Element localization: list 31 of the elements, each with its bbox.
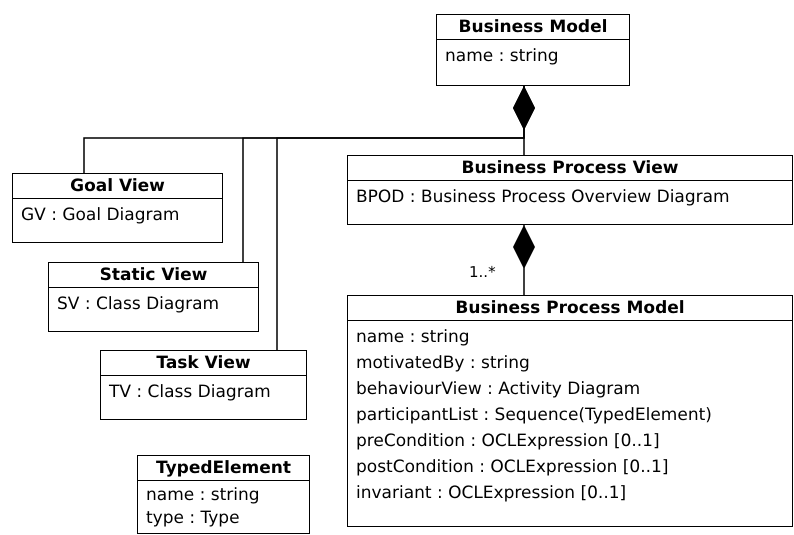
attribute-text: preCondition : OCLExpression [0..1]	[356, 430, 660, 453]
class-name: Business Process Model	[348, 296, 792, 321]
composition-connector	[513, 86, 535, 155]
class-box	[48, 262, 259, 332]
class-box	[347, 155, 793, 225]
attribute-text: postCondition : OCLExpression [0..1]	[356, 456, 668, 479]
class-name: Business Process View	[348, 156, 792, 181]
multiplicity-label: 1..*	[469, 263, 496, 281]
class-name: Business Model	[437, 15, 629, 40]
attribute-text: name : string	[445, 45, 559, 68]
class-box	[436, 14, 630, 86]
attribute-text: SV : Class Diagram	[57, 293, 220, 316]
attribute-text: invariant : OCLExpression [0..1]	[356, 482, 626, 505]
attribute-text: motivatedBy : string	[356, 352, 530, 375]
class-name: TypedElement	[138, 456, 309, 481]
attribute-text: name : string	[146, 484, 260, 507]
attribute-text: participantList : Sequence(TypedElement)	[356, 404, 712, 427]
class-name: Static View	[49, 263, 258, 288]
class-box	[137, 455, 310, 534]
class-name: Task View	[101, 351, 306, 376]
attribute-text: BPOD : Business Process Overview Diagram	[356, 186, 730, 209]
attribute-text: name : string	[356, 326, 470, 349]
class-box	[12, 173, 223, 243]
class-box	[100, 350, 307, 420]
attribute-text: TV : Class Diagram	[109, 381, 271, 404]
attribute-text: GV : Goal Diagram	[21, 204, 180, 227]
class-box	[347, 295, 793, 527]
class-name: Goal View	[13, 174, 222, 199]
attribute-text: type : Type	[146, 507, 240, 530]
composition-connector	[513, 225, 535, 295]
attribute-text: behaviourView : Activity Diagram	[356, 378, 640, 401]
